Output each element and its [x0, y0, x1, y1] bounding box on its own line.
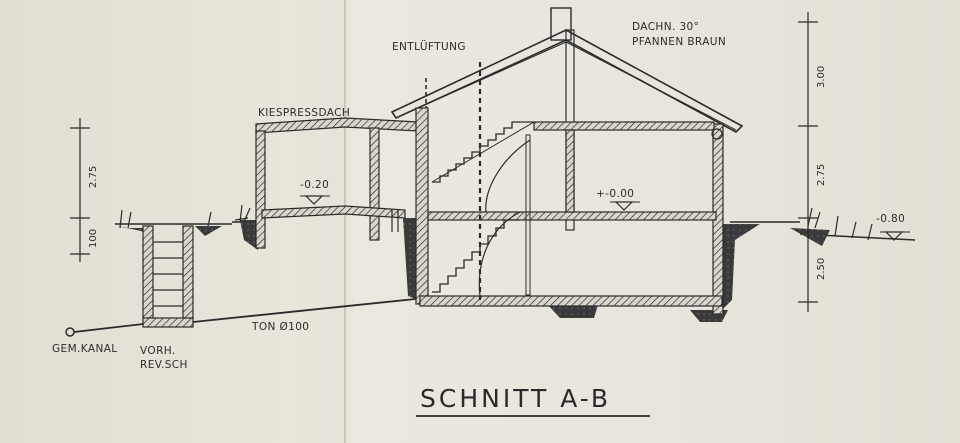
roof-note-1: DACHN. 30° — [632, 21, 699, 33]
dim-left-bottom: 100 — [88, 229, 99, 248]
paper-fold — [344, 0, 346, 443]
main-house — [390, 7, 744, 315]
level-ground-floor: +-0.00 — [596, 188, 634, 200]
inspection-label-1: VORH. — [140, 345, 176, 357]
dim-left-top: 2.75 — [88, 166, 99, 188]
ground-line — [115, 204, 916, 322]
pipe-label: TON Ø100 — [251, 321, 309, 333]
dim-right-top: 3.00 — [816, 66, 827, 88]
flat-roof-label: KIESPRESSDACH — [258, 107, 350, 119]
level-garden: -0.80 — [876, 213, 905, 225]
drain-pipe — [65, 297, 426, 337]
annex-structure — [255, 117, 419, 249]
dimension-lines — [70, 12, 818, 312]
drawing-title: SCHNITT A-B — [420, 384, 611, 413]
dim-right-mid: 2.75 — [816, 164, 827, 186]
inspection-shaft — [142, 225, 194, 328]
level-markers — [300, 195, 910, 241]
ventilation-label: ENTLÜFTUNG — [392, 40, 466, 53]
level-patio: -0.20 — [300, 179, 329, 191]
inspection-label-2: REV.SCH — [140, 359, 188, 371]
sewer-label: GEM.KANAL — [52, 343, 118, 355]
roof-note-2: PFANNEN BRAUN — [632, 36, 726, 48]
dim-right-bottom: 2.50 — [816, 258, 827, 280]
